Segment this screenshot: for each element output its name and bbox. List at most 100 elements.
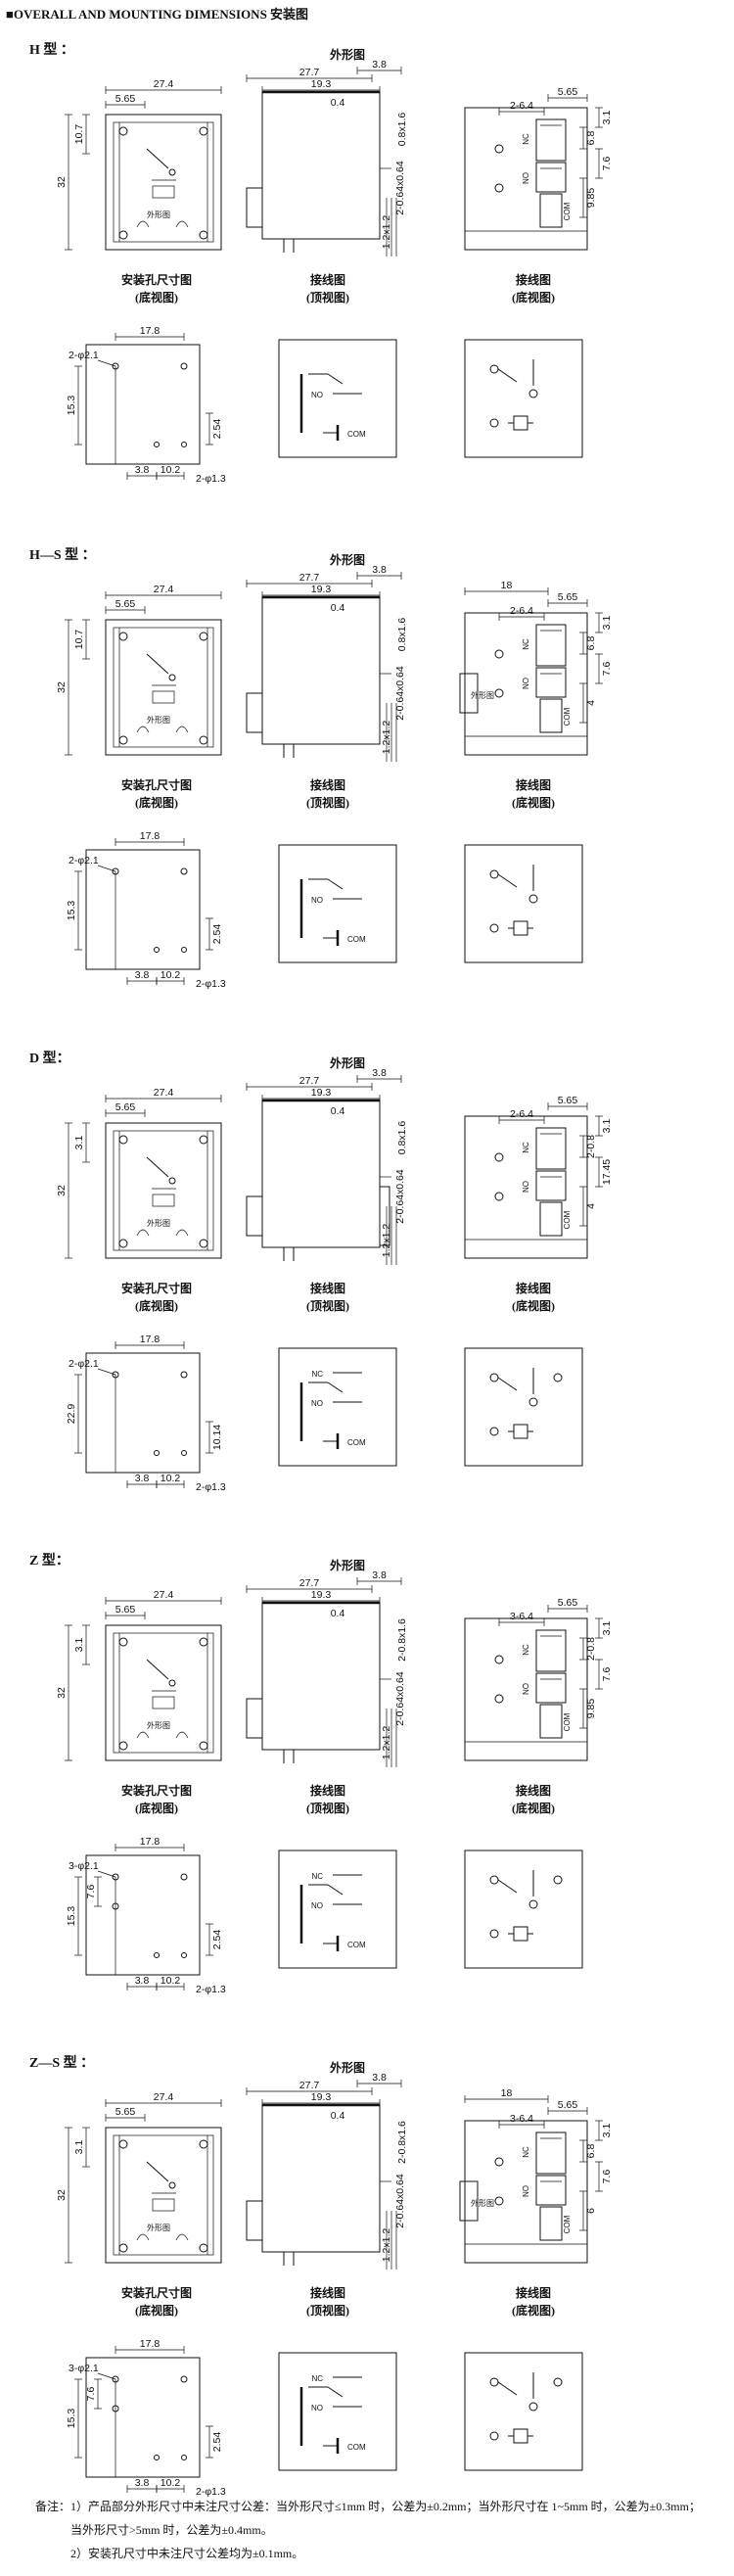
mount-hole: [118, 632, 128, 641]
mount-hole: [180, 1873, 188, 1881]
wiring-outline: [464, 339, 583, 458]
mount-hole: [199, 1135, 208, 1145]
dimension-label: 3-φ2.1: [69, 2363, 99, 2374]
drawing-line: [97, 865, 116, 872]
terminal-block-com: [539, 698, 563, 733]
wiring-bottom-view: [464, 1850, 583, 1969]
dimension-label: 3-φ2.1: [69, 1860, 99, 1872]
coil-block: [152, 1696, 175, 1710]
drawing-line: [146, 148, 169, 169]
dimension-label: 27.7: [299, 572, 320, 584]
dimension-label: 1.2x1.2: [381, 1224, 392, 1258]
wiring-bottom-view: [464, 1347, 583, 1467]
dimension-label: 17.45: [601, 1159, 613, 1185]
wiring-outline: [464, 1850, 583, 1969]
dimension-label: 6.8: [585, 131, 597, 146]
terminal-arc: [136, 1731, 189, 1739]
drawing-line: [327, 1884, 344, 1896]
dimension-label: 10.2: [161, 1473, 181, 1484]
dimension-label: 5.65: [558, 1095, 578, 1106]
dimension-label: 3.8: [372, 59, 387, 70]
terminal-arc: [136, 726, 189, 733]
dimension-label: 1.2x1.2: [381, 1726, 392, 1760]
side-pin: [379, 1186, 390, 1246]
section-title: H—S 型 ：: [29, 548, 96, 563]
relay-base: [113, 1130, 214, 1251]
dimension-label: 0.8x1.6: [396, 618, 408, 652]
section-drawing: 外形图27.45.6510.732外形图27.719.33.80.40.8x1.…: [56, 47, 613, 485]
dimension-label: 5.65: [115, 1101, 136, 1113]
caption-wiring: 接线图: [516, 777, 551, 792]
coil-block: [152, 1194, 175, 1207]
dimension-label: 10.14: [211, 1425, 223, 1450]
drawing-line: [146, 1659, 169, 1680]
mounting-outline: [85, 2357, 201, 2478]
no-label: NO: [522, 678, 530, 689]
side-pin-block: [459, 673, 479, 714]
dimension-label: 5.65: [115, 1604, 136, 1616]
dimension-label: 32: [56, 681, 68, 693]
dimension-label: 3.8: [372, 1569, 387, 1581]
nc-label: NC: [522, 1142, 530, 1153]
terminal-block-com: [539, 193, 563, 228]
terminal-hole: [494, 649, 504, 659]
dimension-label: 2-0.8x1.6: [396, 1618, 408, 1662]
dimension-label: 2.54: [211, 2432, 223, 2453]
dimension-label: 19.3: [311, 2091, 332, 2103]
dimension-label: 5.65: [558, 86, 578, 98]
no-label: NO: [522, 2185, 530, 2197]
com-label: COM: [347, 1941, 366, 1949]
com-label: COM: [563, 707, 572, 726]
dimension-label: 2-6.4: [510, 605, 533, 617]
no-label: NO: [522, 1683, 530, 1695]
terminal-block-nc: [535, 1127, 567, 1170]
pin-hole: [154, 1450, 160, 1456]
caption-outline: 外形图: [330, 47, 365, 62]
coil-block: [152, 185, 175, 199]
com-label: COM: [347, 935, 366, 944]
drawing-line: [497, 368, 518, 383]
com-label: COM: [563, 2215, 572, 2233]
side-view: 外形图27.719.33.80.42-0.8x1.61.2x1.22-0.64x…: [246, 1558, 408, 1767]
dimension-label: 7.6: [85, 1885, 97, 1899]
dimension-label: 3.1: [73, 1638, 85, 1653]
dimension-label: 27.4: [154, 78, 174, 90]
caption-wiring: 接线图: [310, 2285, 345, 2300]
terminal-block-com: [539, 1704, 563, 1739]
section-drawing: 外形图27.45.653.132外形图27.719.33.80.42-0.8x1…: [56, 1558, 613, 1995]
dimension-label: 27.7: [299, 67, 320, 78]
caption-bottom-view: (底视图): [512, 2303, 555, 2318]
terminal-point: [553, 1875, 563, 1885]
dimension-label: 32: [56, 1185, 68, 1196]
com-label: COM: [347, 2443, 366, 2452]
terminal-block-com: [539, 2206, 563, 2241]
caption-bottom-view: (底视图): [135, 1801, 178, 1815]
caption-bottom-view: (底视图): [135, 290, 178, 304]
coil-symbol: [513, 1424, 528, 1439]
dimension-label: 2-φ2.1: [69, 1358, 99, 1370]
wiring-outline: [278, 1347, 397, 1467]
mount-hole: [118, 2243, 128, 2253]
dimension-label: 19.3: [311, 1087, 332, 1099]
drawing-line: [327, 878, 344, 890]
dimension-label: 3.8: [135, 2477, 150, 2489]
wiring-outline: [278, 339, 397, 458]
terminal-hole: [494, 1694, 504, 1704]
caption-bottom-view: (底视图): [135, 795, 178, 810]
dimension-label: 2-0.8x1.6: [396, 2121, 408, 2164]
coil-block: [152, 690, 175, 704]
pin-hole: [181, 1952, 187, 1958]
caption-wiring: 接线图: [310, 1783, 345, 1798]
side-view: 外形图27.719.33.80.40.8x1.61.2x1.22-0.64x0.…: [246, 552, 408, 762]
dimension-label: 19.3: [311, 1589, 332, 1601]
mount-hole: [199, 735, 208, 745]
drawing-line: [146, 1156, 169, 1178]
mount-hole: [199, 1637, 208, 1647]
caption-bottom-view: (底视图): [512, 1298, 555, 1313]
caption-mounting: 安装孔尺寸图: [121, 1783, 192, 1798]
pin-hole: [181, 2455, 187, 2460]
